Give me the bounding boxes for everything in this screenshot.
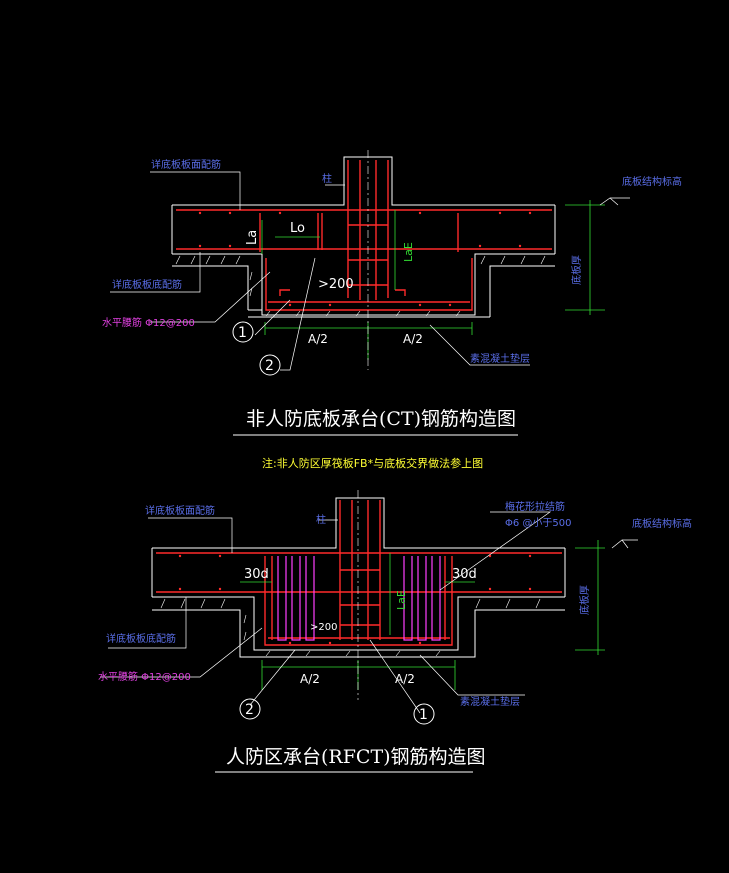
ct-dim-la: La bbox=[245, 230, 260, 245]
ct-rebar-dots bbox=[198, 211, 532, 307]
rfct-label-slab-elev: 底板结构标高 bbox=[632, 517, 692, 530]
rfct-title: 人防区承台(RFCT)钢筋构造图 bbox=[226, 746, 486, 768]
ct-dim-half-left: A/2 bbox=[308, 332, 328, 346]
drawing-ct: 详底板板面配筋 柱 底板结构标高 详底板板底配筋 水平腰筋 Φ12@200 素混… bbox=[102, 150, 682, 436]
ct-dim-half-right: A/2 bbox=[403, 332, 423, 346]
rfct-dim-30d-left: 30d bbox=[244, 567, 269, 582]
ct-label-bottom-rebar: 详底板板底配筋 bbox=[112, 278, 182, 291]
rfct-callout-2-circle bbox=[239, 698, 261, 720]
rfct-callout-1: 1 bbox=[419, 707, 428, 723]
rfct-label-column: 柱 bbox=[316, 513, 326, 526]
rfct-label-tie-spec: Φ6 @小于500 bbox=[505, 517, 572, 529]
note-text: 注:非人防区厚筏板FB*与底板交界做法参上图 bbox=[262, 456, 483, 470]
drawing-rfct: 详底板板面配筋 柱 梅花形拉结筋 Φ6 @小于500 底板结构标高 详底板板底配… bbox=[98, 490, 692, 773]
ct-callout-1-circle bbox=[232, 321, 254, 343]
ct-label-waist-bar: 水平腰筋 Φ12@200 bbox=[102, 316, 195, 329]
rfct-dimension-lines bbox=[240, 540, 605, 690]
ct-label-column: 柱 bbox=[322, 172, 332, 185]
ct-leaders bbox=[110, 171, 630, 371]
ct-label-thickness: 底板厚 bbox=[570, 255, 583, 285]
ct-cushion-hatch bbox=[175, 255, 546, 317]
rfct-stirrups bbox=[277, 556, 441, 641]
rfct-dim-half-right: A/2 bbox=[395, 672, 415, 686]
rfct-label-bottom-rebar: 详底板板底配筋 bbox=[106, 632, 176, 645]
rfct-label-waist-bar: 水平腰筋 Φ12@200 bbox=[98, 670, 191, 683]
ct-callout-2: 2 bbox=[265, 358, 274, 374]
rfct-dim-half-left: A/2 bbox=[300, 672, 320, 686]
ct-label-slab-elev: 底板结构标高 bbox=[622, 175, 682, 188]
ct-dim-gt200: >200 bbox=[318, 277, 354, 292]
rfct-leaders bbox=[100, 511, 638, 714]
rfct-concrete-outline bbox=[151, 497, 566, 658]
rfct-label-thickness: 底板厚 bbox=[578, 585, 591, 615]
rfct-label-top-rebar: 详底板板面配筋 bbox=[145, 504, 215, 517]
ct-title: 非人防底板承台(CT)钢筋构造图 bbox=[246, 408, 516, 430]
rfct-cushion-hatch bbox=[160, 598, 541, 657]
rfct-callout-1-circle bbox=[413, 703, 435, 725]
rfct-label-tie-bar: 梅花形拉结筋 bbox=[505, 500, 565, 513]
rfct-label-cushion: 素混凝土垫层 bbox=[460, 695, 520, 708]
rfct-callout-2: 2 bbox=[245, 702, 254, 718]
rfct-dim-gt200: >200 bbox=[310, 622, 337, 633]
ct-dim-lae: LaE bbox=[402, 242, 415, 262]
ct-concrete-outline bbox=[171, 156, 556, 318]
ct-rebar bbox=[176, 160, 552, 311]
ct-label-cushion: 素混凝土垫层 bbox=[470, 352, 530, 365]
ct-label-top-rebar: 详底板板面配筋 bbox=[151, 158, 221, 171]
rfct-rebar bbox=[156, 500, 562, 646]
rfct-rebar-dots bbox=[178, 554, 532, 645]
ct-dim-lo: Lo bbox=[290, 221, 305, 236]
rfct-dim-30d-right: 30d bbox=[452, 567, 477, 582]
ct-callout-2-circle bbox=[259, 354, 281, 376]
ct-callout-1: 1 bbox=[238, 325, 247, 341]
rfct-dim-lae: LaE bbox=[395, 590, 408, 610]
